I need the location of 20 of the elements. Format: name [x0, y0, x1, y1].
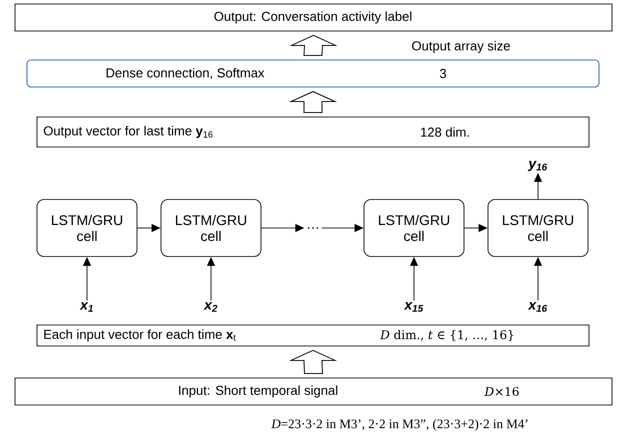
layer-box: Input: Short temporal signal D×16	[14, 378, 612, 406]
layer-box: Output vector for last time y$_{16}$ 128 dim.	[36, 116, 590, 148]
dense-layer-box: Dense connection, Softmax 3	[26, 59, 600, 88]
block-arrow	[288, 91, 338, 114]
block-arrow	[288, 350, 338, 374]
cell-box: LSTM/GRU cell	[364, 199, 464, 257]
block-arrow	[289, 34, 338, 56]
note: D=23·3·2 in M3’, 2·2 in M3”, (23·3+2)·2 in M4’	[271, 419, 528, 431]
vector-label: y$_{16}$	[528, 160, 548, 172]
cell-box: LSTM/GRU cell	[488, 199, 588, 257]
cell-box: LSTM/GRU cell	[36, 199, 138, 257]
vector-label: x$_{2}$	[204, 302, 218, 312]
layer-box: Output: Conversation activity label	[14, 4, 612, 32]
vector-label: x$_{1}$	[80, 302, 93, 312]
cell-box: LSTM/GRU cell	[160, 199, 262, 257]
layer-box: Each input vector for each time x$_{t}$ D dim., t ∈ {1, …, 16}	[36, 324, 590, 346]
ellipsis: …	[308, 227, 318, 229]
vector-label: x$_{16}$	[528, 302, 548, 312]
column-heading: Output array size	[412, 40, 510, 54]
vector-label: x$_{15}$	[404, 302, 424, 312]
